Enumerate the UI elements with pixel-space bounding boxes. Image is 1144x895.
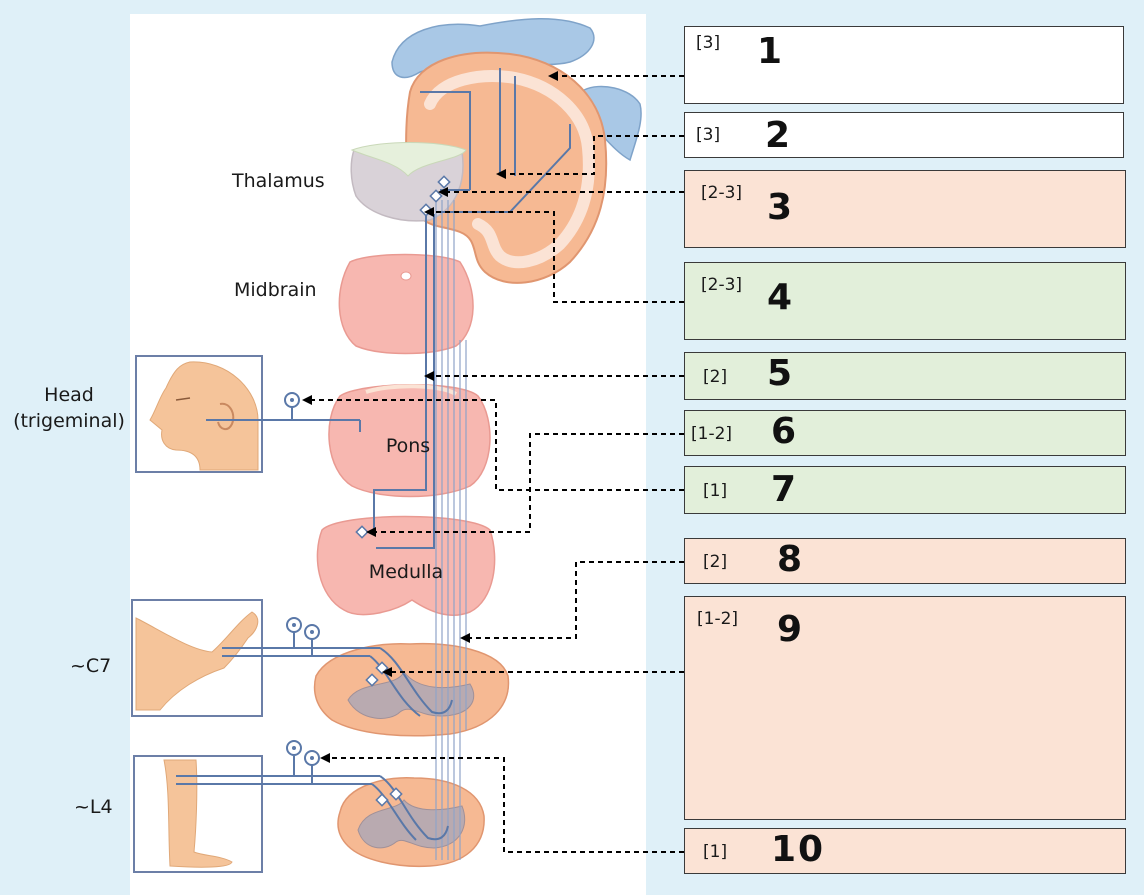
answer-box-10[interactable]: [1] 10 (684, 828, 1126, 874)
leg-shape (163, 759, 233, 868)
connector-6 (366, 433, 684, 537)
connector-2 (496, 135, 684, 179)
level-label-3: [2-3] (701, 183, 743, 203)
box-number-2: 2 (765, 115, 793, 156)
connector-10 (320, 753, 684, 853)
answer-box-2[interactable]: [3] 2 (684, 112, 1124, 158)
answer-box-3[interactable]: [2-3] 3 (684, 170, 1126, 248)
box-number-8: 8 (777, 539, 805, 580)
connector-4 (424, 207, 684, 303)
connector-7 (302, 395, 684, 491)
l4-label: ~L4 (74, 796, 113, 818)
box-number-9: 9 (777, 609, 805, 650)
medulla-label: Medulla (369, 561, 443, 583)
level-label-1: [3] (696, 33, 721, 53)
box-number-1: 1 (757, 31, 785, 72)
level-label-6: [1-2] (691, 424, 733, 444)
answer-box-9[interactable]: [1-2] 9 (684, 596, 1126, 820)
c7-label: ~C7 (70, 655, 112, 677)
level-label-7: [1] (703, 481, 728, 501)
answer-box-8[interactable]: [2] 8 (684, 538, 1126, 584)
level-label-2: [3] (696, 125, 721, 145)
box-number-7: 7 (771, 469, 799, 510)
level-label-4: [2-3] (701, 275, 743, 295)
answer-box-5[interactable]: [2] 5 (684, 352, 1126, 400)
head-label: Head (trigeminal) (13, 384, 125, 432)
answer-box-1[interactable]: [3] 1 (684, 26, 1124, 104)
ascending-tract-bundle (435, 200, 467, 860)
face-profile (149, 361, 259, 471)
answer-box-6[interactable]: [1-2] 6 (684, 410, 1126, 456)
box-number-3: 3 (767, 187, 795, 228)
cortex-inner (424, 70, 595, 269)
midbrain-label: Midbrain (234, 279, 317, 301)
level-label-8: [2] (703, 552, 728, 572)
midbrain-shape (338, 253, 474, 355)
grey-matter-l4 (357, 799, 466, 849)
answer-box-4[interactable]: [2-3] 4 (684, 262, 1126, 340)
arm-shape (135, 611, 259, 711)
level-label-9: [1-2] (697, 609, 739, 629)
dashed-connectors (302, 71, 684, 853)
box-number-4: 4 (767, 277, 795, 318)
thalamus-label: Thalamus (232, 170, 325, 192)
level-label-10: [1] (703, 842, 728, 862)
box-number-6: 6 (771, 411, 799, 452)
level-label-5: [2] (703, 367, 728, 387)
pons-label: Pons (386, 435, 430, 457)
answer-box-7[interactable]: [1] 7 (684, 466, 1126, 514)
box-number-5: 5 (767, 353, 795, 394)
connector-8 (460, 561, 684, 643)
thalamus-cap (350, 142, 467, 177)
box-number-10: 10 (771, 829, 826, 870)
